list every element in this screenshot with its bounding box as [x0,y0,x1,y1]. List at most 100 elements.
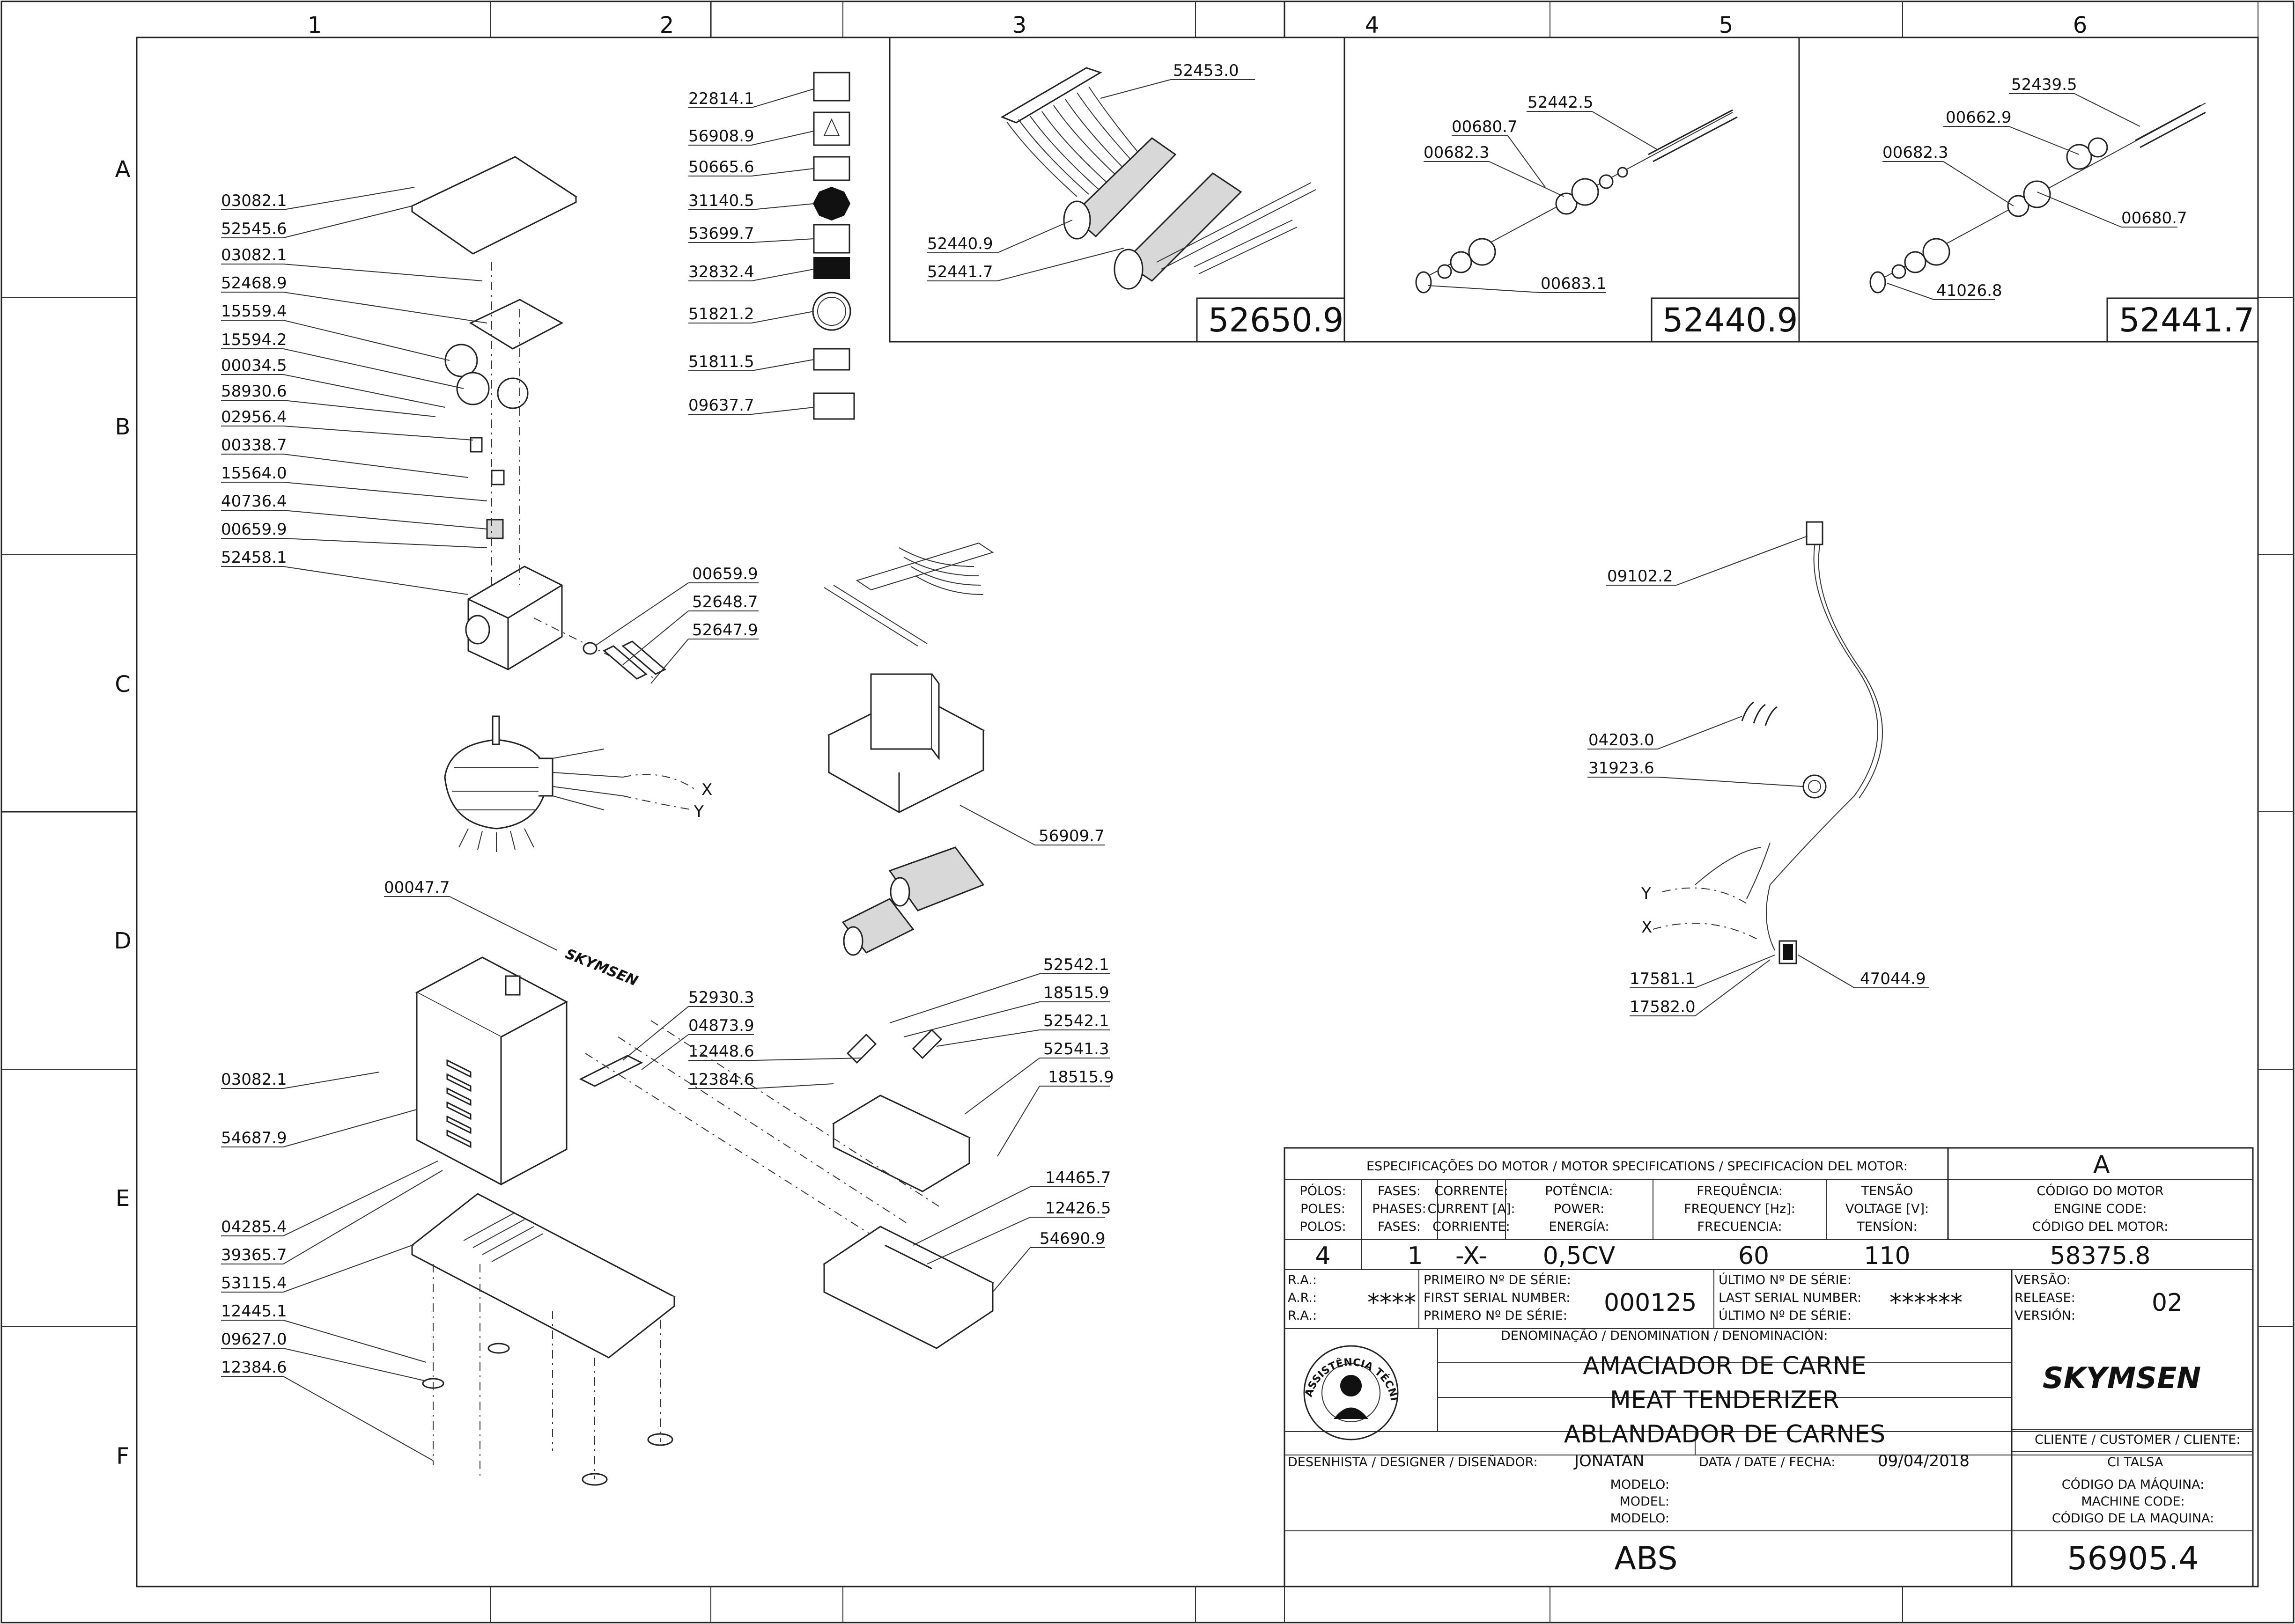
callouts-cable: 09102.2 04203.0 31923.6 17581.1 17582.0 … [1588,567,1926,1016]
callouts-detail-1: 52453.0 52440.9 52441.7 [927,61,1239,281]
callout: 54687.9 [221,1129,287,1147]
callout: 52648.7 [692,593,758,611]
spec-value-voltage: 110 [1864,1242,1910,1270]
grid-col-6: 6 [2073,12,2088,38]
spec-label: CORRIENTE: [1432,1220,1510,1234]
grid-col-5: 5 [1719,12,1734,38]
callout: 04873.9 [688,1016,754,1035]
skymsen-decal-text: SKYMSEN [563,946,640,990]
callout: 58930.6 [221,382,287,401]
designer-value: JONATAN [1573,1452,1645,1470]
callout: 00659.9 [692,565,758,583]
callout: 52542.1 [1043,1012,1109,1030]
callouts-lower: 00047.7 03082.1 54687.9 04285.4 39365.7 … [221,878,450,1377]
callout: 02956.4 [221,408,287,426]
version-label: RELEASE: [2015,1291,2075,1305]
callout: 53115.4 [221,1274,287,1293]
cable-mark-y: Y [1641,884,1651,903]
grid-col-3: 3 [1012,12,1027,38]
callout: 56908.9 [688,127,754,146]
label-stack-drawing [812,72,855,420]
callout: 52440.9 [927,235,993,253]
callout: 52545.6 [221,220,287,238]
ra-label: R.A.: [1288,1273,1317,1287]
spec-value-frequency: 60 [1738,1242,1769,1270]
spec-value-engine-code: 58375.8 [2050,1242,2150,1270]
callout: 12448.6 [688,1042,754,1061]
machine-code-label: MACHINE CODE: [2081,1494,2184,1509]
callout: 56909.7 [1039,827,1105,845]
spec-label: ENERGÍA: [1549,1219,1609,1234]
callout: 39365.7 [221,1246,287,1264]
callout: 00047.7 [384,878,450,897]
callout: 12384.6 [688,1070,754,1089]
callout: 54690.9 [1040,1229,1106,1248]
grid-row-labels: A B C D E F [114,156,132,1470]
name-es: ABLANDADOR DE CARNES [1564,1420,1885,1448]
spec-label: FREQUÊNCIA: [1697,1183,1783,1198]
grid-row-f: F [116,1443,129,1470]
customer-label: CLIENTE / CUSTOMER / CLIENTE: [2035,1433,2241,1447]
machine-code-label: CÓDIGO DA MÁQUINA: [2062,1477,2205,1492]
callout: 12426.5 [1045,1199,1111,1218]
callout: 15594.2 [221,331,287,349]
callout: 04203.0 [1588,731,1654,750]
detail-code-3: 52441.7 [2119,301,2254,339]
title-block [1284,1147,2254,1587]
callout-leaders [221,79,2177,1461]
grid-col-4: 4 [1365,12,1380,38]
callout: 47044.9 [1860,970,1926,988]
callout: 09637.7 [688,396,754,415]
motor-wire-y: Y [694,802,704,821]
model-label: MODELO: [1610,1511,1669,1526]
callout: 00680.7 [1452,118,1518,136]
customer-value: CI TALSA [2107,1455,2163,1470]
spec-value-phases: 1 [1407,1242,1423,1270]
name-en: MEAT TENDERIZER [1610,1386,1839,1414]
first-serial-value: 000125 [1604,1289,1697,1317]
callouts-detail-3: 52439.5 00662.9 00682.3 00680.7 41026.8 [1882,75,2187,300]
callout: 52930.3 [688,988,754,1007]
callout: 00683.1 [1541,274,1607,293]
denomination-label: DENOMINAÇÃO / DENOMINATION / DENOMINACIÓ… [1501,1328,1828,1343]
version-label: VERSIÓN: [2015,1308,2075,1323]
callout: 31140.5 [688,191,754,210]
callout: 52542.1 [1043,955,1109,974]
ra-label: A.R.: [1288,1291,1317,1305]
spec-label: POLES: [1300,1202,1345,1216]
spec-label: FASES: [1378,1220,1421,1234]
motor-wire-marks: X Y [694,780,712,821]
callout: 09627.0 [221,1330,287,1349]
callout: 09102.2 [1607,567,1673,586]
spec-value-current: -X- [1455,1242,1487,1270]
callout: 52442.5 [1528,93,1594,112]
callouts-label-stack: 22814.1 56908.9 50665.6 31140.5 53699.7 … [688,89,754,415]
spec-label: FASES: [1378,1184,1421,1198]
machine-code-label: CÓDIGO DE LA MAQUINA: [2052,1511,2214,1526]
model-label: MODEL: [1619,1494,1669,1509]
detail-code-2: 52440.9 [1662,301,1798,339]
motor-wire-x: X [701,780,712,799]
version-label: VERSÃO: [2015,1272,2071,1287]
spec-label: PÓLOS: [1299,1183,1346,1198]
callout: 18515.9 [1048,1068,1114,1087]
skymsen-decal-icon: SKYMSEN [563,946,640,990]
callout: 04285.4 [221,1218,287,1236]
ra-value: **** [1367,1289,1416,1317]
detail-boxes: 52650.9 52440.9 52441.7 [889,37,2259,343]
model-label: MODELO: [1610,1477,1669,1492]
ra-label: R.A.: [1288,1308,1317,1323]
grid-row-c: C [115,671,131,698]
grid-column-labels: 1 2 3 4 5 6 [308,12,2088,38]
callout: 41026.8 [1936,281,2002,300]
spec-label: POWER: [1554,1202,1604,1216]
last-serial-label: ÚLTIMO Nº DE SÉRIE: [1719,1308,1852,1323]
spec-label: TENSÍON: [1856,1219,1917,1234]
callout: 00682.3 [1882,143,1948,162]
callout: 51811.5 [688,353,754,371]
callout: 03082.1 [221,1070,287,1089]
callout: 31923.6 [1588,759,1654,778]
callout: 53699.7 [688,224,754,243]
spec-label: POTÊNCIA: [1545,1183,1613,1198]
